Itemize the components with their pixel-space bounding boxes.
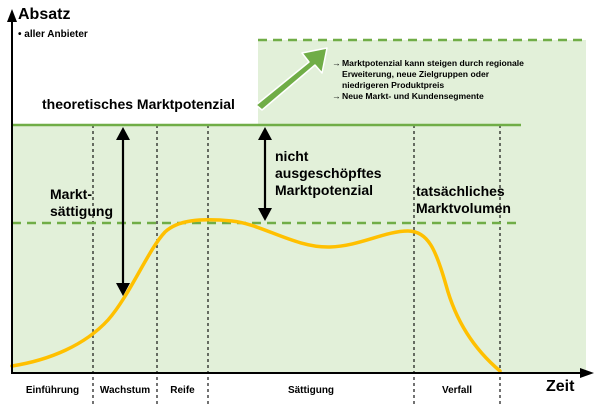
unexploited-label-line-2: ausgeschöpftes (275, 165, 382, 181)
actual-volume-label-line-2: Marktvolumen (416, 200, 511, 216)
phase-label-verfall: Verfall (441, 385, 473, 396)
unexploited-label: nicht ausgeschöpftes Marktpotenzial (275, 148, 382, 199)
saturation-label-line-1: Markt- (50, 186, 93, 202)
x-axis (11, 368, 594, 378)
actual-volume-label-line-1: tatsächliches (416, 183, 505, 199)
actual-volume-label: tatsächliches Marktvolumen (416, 183, 511, 217)
potential-note: → Marktpotenzial kann steigen durch regi… (332, 58, 524, 102)
potential-growth-area (258, 40, 586, 373)
saturation-label: Markt- sättigung (50, 186, 113, 220)
note-item-1-line-2: Erweiterung, neue Zielgruppen oder (342, 69, 490, 79)
y-axis (7, 9, 17, 374)
note-item-2-line-1: Neue Markt- und Kundensegmente (342, 91, 484, 101)
note-arrow-icon: → (332, 91, 341, 101)
note-item-1: → Marktpotenzial kann steigen durch regi… (332, 58, 524, 91)
note-arrow-icon: → (332, 58, 341, 68)
unexploited-label-line-1: nicht (275, 148, 309, 164)
saturation-label-line-2: sättigung (50, 203, 113, 219)
phase-label-einfuehrung: Einführung (25, 385, 80, 396)
unexploited-double-arrow (258, 127, 272, 221)
x-axis-title: Zeit (546, 378, 575, 395)
phase-label-reife: Reife (170, 385, 195, 396)
sales-curve (10, 218, 502, 373)
theoretical-potential-label: theoretisches Marktpotenzial (42, 96, 235, 112)
growth-arrow-icon (255, 47, 328, 111)
note-item-2: → Neue Markt- und Kundensegmente (332, 91, 524, 102)
y-axis-subtitle: • aller Anbieter (18, 29, 88, 40)
note-item-1-line-1: Marktpotenzial kann steigen durch region… (342, 58, 524, 68)
phase-label-saettigung: Sättigung (287, 385, 335, 396)
phase-label-wachstum: Wachstum (99, 385, 151, 396)
note-item-1-line-3: niedrigeren Produktpreis (342, 80, 445, 90)
y-axis-title: Absatz (18, 6, 71, 23)
saturation-double-arrow (116, 127, 130, 296)
unexploited-label-line-3: Marktpotenzial (275, 182, 374, 198)
